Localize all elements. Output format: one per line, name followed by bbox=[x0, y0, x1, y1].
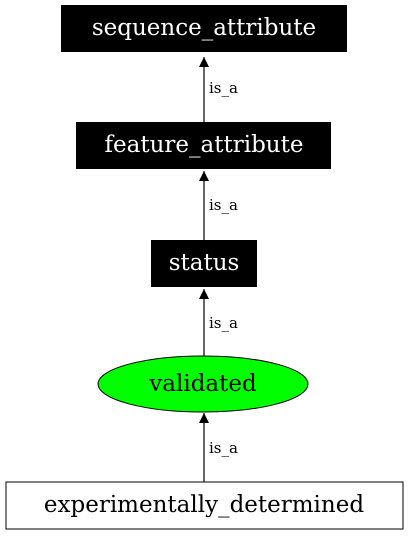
edge-status-to-feature-attribute: is_a bbox=[199, 171, 238, 240]
edge-label: is_a bbox=[209, 79, 238, 97]
edge-label: is_a bbox=[209, 314, 238, 332]
node-feature-attribute[interactable]: feature_attribute bbox=[76, 122, 331, 169]
node-box bbox=[61, 5, 347, 52]
edge-feature-attribute-to-sequence-attribute: is_a bbox=[199, 57, 238, 122]
node-box bbox=[5, 481, 404, 530]
node-experimentally-determined[interactable]: experimentally_determined bbox=[5, 481, 404, 530]
node-label: validated bbox=[148, 371, 257, 397]
node-validated[interactable]: validated bbox=[97, 355, 309, 413]
node-label: status bbox=[169, 250, 240, 276]
node-box bbox=[76, 122, 331, 169]
edge-validated-to-status: is_a bbox=[199, 289, 238, 356]
node-label: feature_attribute bbox=[105, 132, 304, 158]
node-label: sequence_attribute bbox=[92, 15, 316, 41]
edge-experimentally-determined-to-validated: is_a bbox=[199, 413, 238, 482]
node-ellipse bbox=[97, 355, 309, 413]
node-label: experimentally_determined bbox=[44, 492, 364, 518]
edge-label: is_a bbox=[209, 196, 238, 214]
node-sequence-attribute[interactable]: sequence_attribute bbox=[61, 5, 347, 52]
node-box bbox=[151, 240, 257, 287]
edge-label: is_a bbox=[209, 439, 238, 457]
node-status[interactable]: status bbox=[151, 240, 257, 287]
